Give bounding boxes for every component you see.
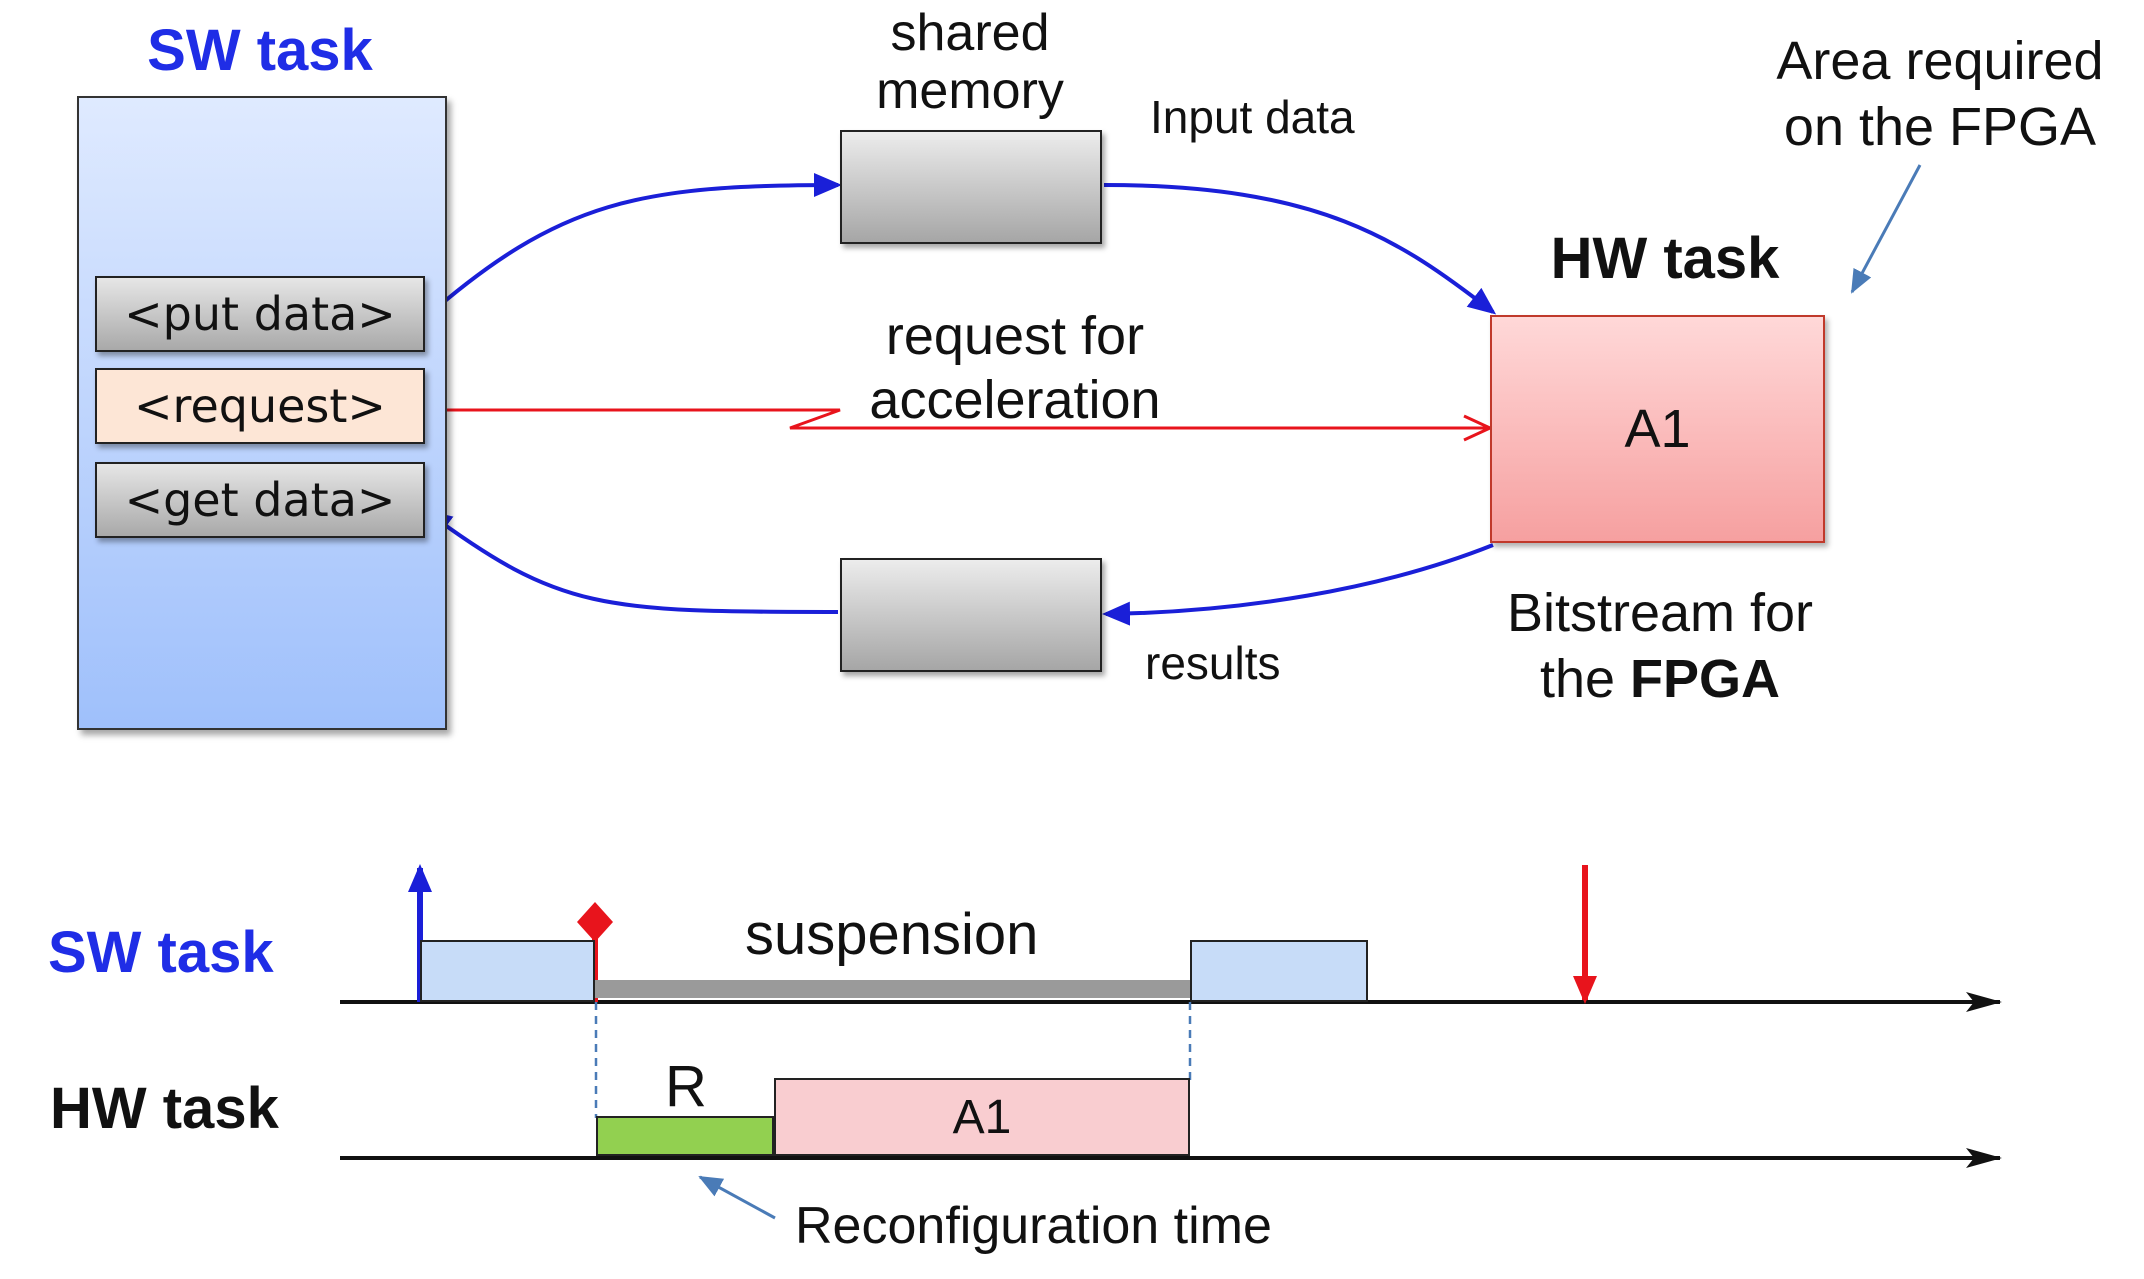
shared-memory-label: shared memory: [876, 4, 1064, 120]
get-data-arrow: [423, 509, 839, 614]
request-for-acceleration-label: request for acceleration: [869, 306, 1161, 430]
results-arrow: [1102, 543, 1494, 626]
hw-task-box: A1: [1490, 315, 1825, 543]
suspension-label: suspension: [745, 902, 1039, 967]
bitstream-fpga-bold: FPGA: [1630, 649, 1781, 709]
suspension-bar: [595, 980, 1190, 998]
bitstream-text: Bitstream for the: [1506, 583, 1814, 709]
put-data-arrow: [423, 173, 842, 320]
timeline-sw-task-label: SW task: [48, 920, 274, 985]
reconfiguration-r-label: R: [665, 1054, 707, 1119]
timeline-hw-task-label: HW task: [50, 1076, 279, 1141]
put-data-call: <put data>: [95, 276, 425, 352]
sw-task-title: SW task: [147, 18, 373, 83]
request-call: <request>: [95, 368, 425, 444]
request-arrow: [430, 408, 1490, 428]
hw-execution-bar-a1: A1: [774, 1078, 1190, 1156]
request-marker-diamond: [577, 902, 613, 942]
results-label: results: [1145, 637, 1281, 689]
sw-execution-bar-1: [420, 940, 595, 1002]
reconfiguration-bar: [596, 1116, 774, 1156]
shared-memory-results-buffer: [840, 558, 1102, 672]
get-data-call: <get data>: [95, 462, 425, 538]
input-data-label: Input data: [1150, 91, 1355, 143]
reconfiguration-time-label: Reconfiguration time: [795, 1197, 1272, 1255]
area-required-label: Area required on the FPGA: [1776, 31, 2104, 157]
area-annotation-arrow: [1850, 164, 1922, 294]
shared-memory-input-buffer: [840, 130, 1102, 244]
input-data-arrow: [1103, 183, 1497, 315]
bitstream-label: Bitstream for the FPGA: [1470, 580, 1850, 712]
sw-execution-bar-2: [1190, 940, 1368, 1002]
reconfiguration-annotation-arrow: [698, 1175, 776, 1220]
hw-task-title: HW task: [1550, 226, 1780, 291]
